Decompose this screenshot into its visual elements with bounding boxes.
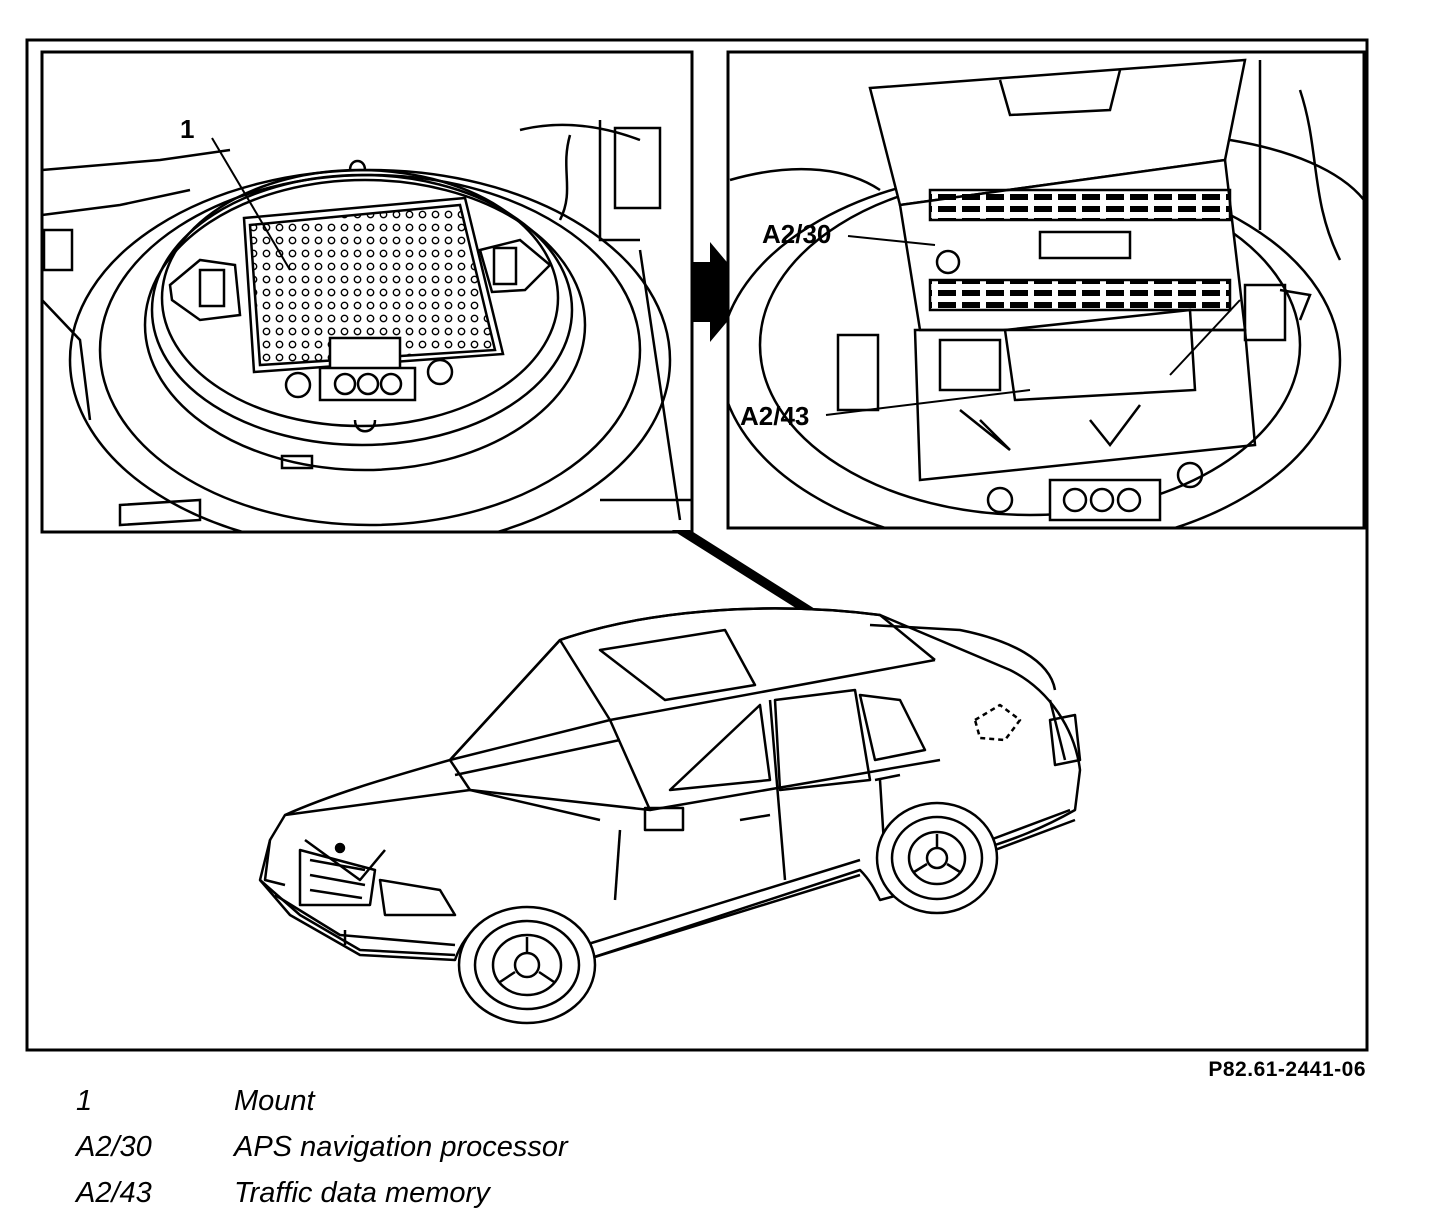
callout-a2-43: A2/43 (740, 401, 809, 431)
legend-text: APS navigation processor (234, 1130, 568, 1163)
legend-row: A2/30 APS navigation processor (76, 1124, 568, 1170)
legend-row: 1 Mount (76, 1078, 568, 1124)
figure-reference: P82.61-2441-06 (1208, 1058, 1366, 1081)
outer-frame (25, 38, 1369, 1052)
right-inset-processor: A2/30 A2/43 (726, 50, 1366, 530)
legend-code: A2/43 (76, 1176, 152, 1209)
legend-text: Mount (234, 1084, 315, 1117)
legend-code: A2/30 (76, 1130, 152, 1163)
legend-text: Traffic data memory (234, 1176, 490, 1209)
legend-row: A2/43 Traffic data memory (76, 1170, 568, 1216)
legend-code: 1 (76, 1084, 93, 1117)
callout-a2-30: A2/30 (762, 219, 831, 249)
callout-1: 1 (180, 114, 194, 144)
legend: 1 Mount A2/30 APS navigation processor A… (76, 1078, 568, 1216)
technical-diagram: 1 (25, 38, 1369, 1052)
arrow-icon (692, 242, 752, 342)
car-illustration (258, 607, 1082, 1025)
left-inset-mount: 1 (40, 50, 694, 534)
